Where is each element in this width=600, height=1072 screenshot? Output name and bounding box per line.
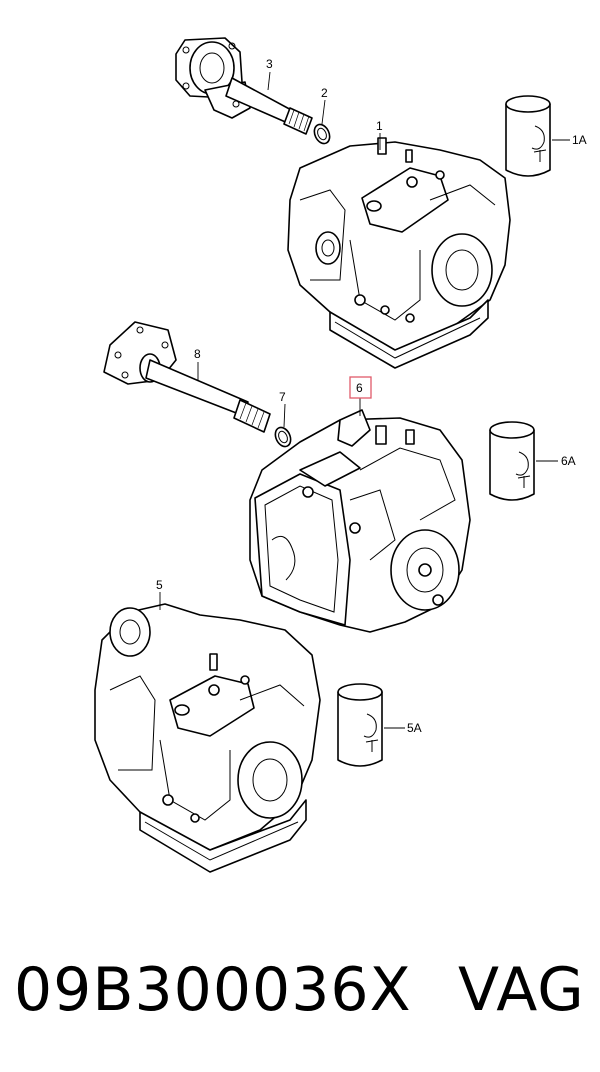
callout-3: 3 [266, 57, 273, 71]
oil-filter-6a [489, 421, 535, 501]
callout-8: 8 [194, 347, 201, 361]
highlight-box-6 [349, 376, 372, 399]
callout-2: 2 [321, 86, 328, 100]
transmission-housing-1 [287, 137, 511, 369]
oil-filter-1a [505, 95, 551, 177]
transmission-housing-5 [94, 603, 321, 873]
callout-1: 1 [376, 119, 383, 133]
footer-caption: 09B300036X VAG [0, 940, 600, 1040]
oil-filter-5a [337, 683, 383, 767]
callout-5a: 5A [407, 721, 422, 735]
callout-7: 7 [279, 390, 286, 404]
callout-1a: 1A [572, 133, 587, 147]
leader-lines [159, 71, 570, 729]
drive-shaft-3 [175, 37, 313, 135]
transmission-housing-6 [249, 409, 471, 633]
seal-ring-7 [274, 426, 292, 448]
brand-name: VAG [458, 955, 585, 1025]
drive-shaft-8 [103, 321, 271, 433]
part-number: 09B300036X [14, 955, 412, 1025]
callout-6[interactable]: 6 [356, 381, 363, 395]
callout-5: 5 [156, 578, 163, 592]
callout-6a: 6A [561, 454, 576, 468]
seal-ring-2 [313, 123, 331, 145]
exploded-parts-diagram: 3 2 1 1A 8 7 6 6A 5 5A [94, 37, 587, 873]
